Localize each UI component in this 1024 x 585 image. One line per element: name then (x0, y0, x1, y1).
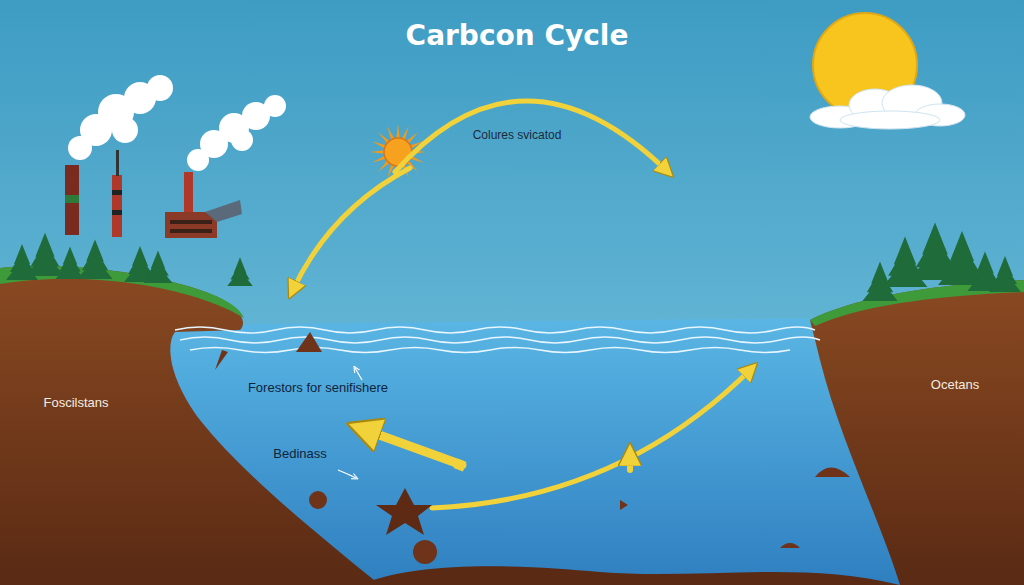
chimney (184, 172, 193, 217)
chimney (112, 175, 122, 237)
region-label: Forestors for senifishere (248, 381, 388, 396)
flow-arrow (360, 428, 462, 465)
tree (26, 233, 64, 276)
region-label: Bedinass (273, 447, 326, 462)
rock (815, 468, 850, 478)
region-label: Ocetans (931, 378, 979, 393)
cloud (810, 85, 965, 129)
tree (227, 257, 253, 286)
flow-arrow (627, 452, 633, 470)
left-land (0, 266, 380, 585)
rock (215, 350, 228, 370)
flow-arrows (292, 101, 752, 508)
factory-building (165, 212, 217, 238)
chimney (65, 165, 79, 235)
tree (144, 251, 173, 283)
sea-floor (360, 566, 900, 585)
conveyor (205, 200, 242, 222)
tree (77, 239, 112, 279)
flow-arrow (292, 168, 410, 292)
factory (65, 150, 242, 238)
sea-objects (215, 332, 850, 564)
rock (296, 332, 322, 352)
flow-arrow (395, 101, 668, 172)
tree (56, 247, 85, 279)
rock (309, 491, 327, 509)
region-label: Colures svicatod (473, 129, 562, 143)
flow-arrow (432, 368, 752, 508)
region-label: Foscilstans (43, 396, 108, 411)
rock (413, 540, 437, 564)
water-surface (175, 327, 820, 353)
starfish (376, 488, 432, 535)
diagram-title: Carbcon Cycle (406, 20, 629, 52)
right-land (810, 280, 1024, 585)
tree (989, 256, 1021, 292)
forest (6, 222, 1021, 301)
rock (780, 543, 800, 548)
smoke (68, 75, 286, 171)
